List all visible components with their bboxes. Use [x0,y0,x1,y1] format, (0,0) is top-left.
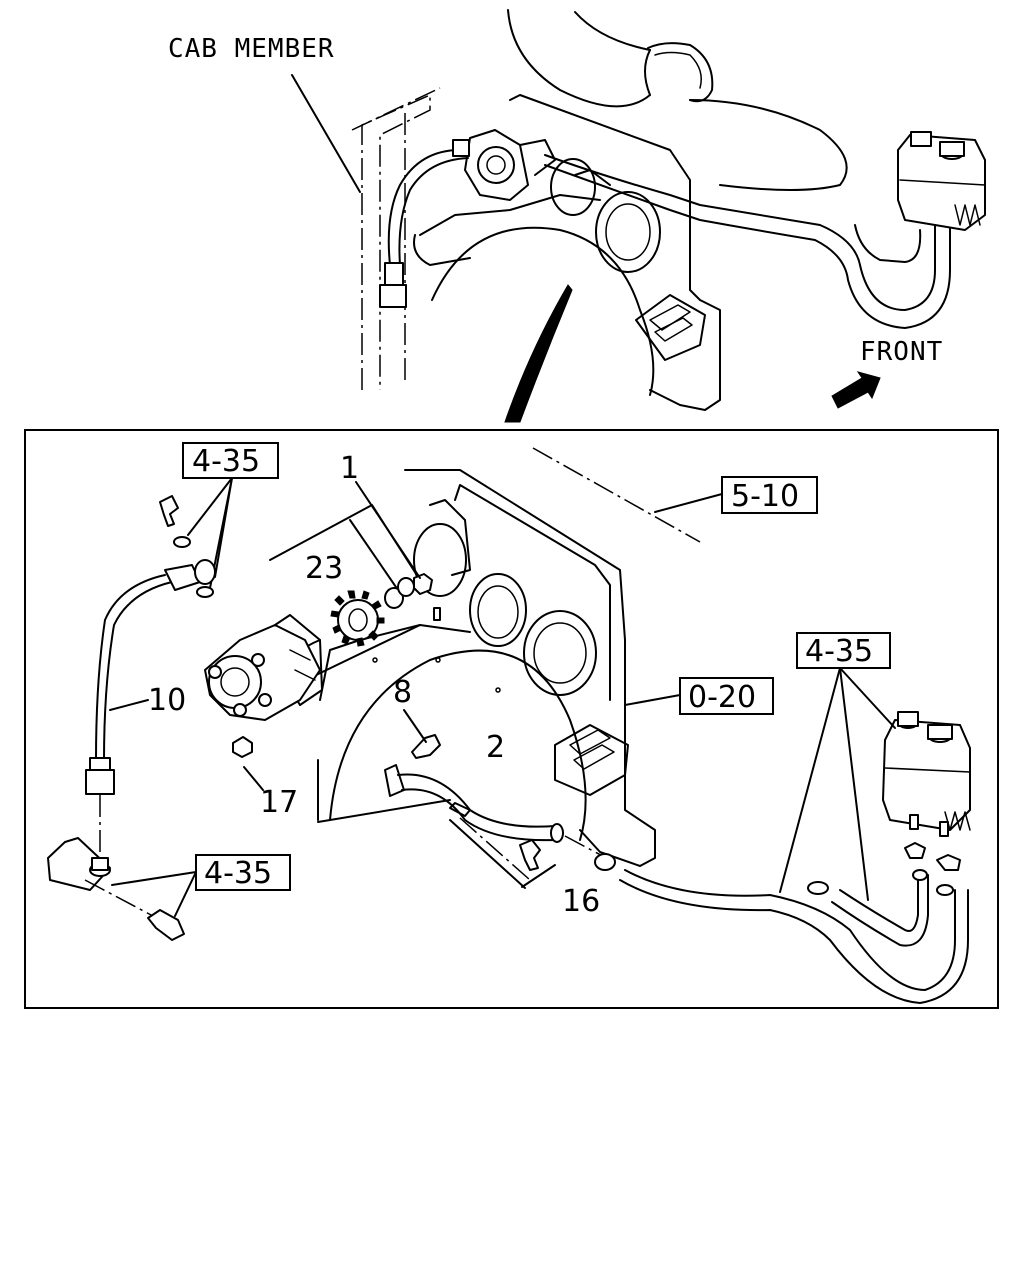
drive-gear [330,590,385,647]
detail-frame [24,429,999,1009]
cab-member-leader [291,74,361,193]
cab-member-frame [351,87,441,390]
callout-17: 17 [260,785,298,820]
pressure-hose [85,559,216,860]
detail-view: 4-35 5-10 0-20 4-35 4-35 1 23 10 8 2 17 … [47,442,971,1004]
ref-4-35-bottom-text: 4-35 [204,856,272,891]
ref-5-10-text: 5-10 [731,479,799,514]
steering-pump-overview [379,129,556,308]
return-hose [619,869,969,1004]
bolt-16 [519,839,541,871]
return-line-overview [544,154,951,329]
ref-4-35-right-text: 4-35 [805,634,873,669]
ref-box-4-35-top: 4-35 [182,442,279,479]
overview-view: CAB MEMBER FRONT [168,9,986,423]
oil-reservoir [882,711,971,871]
front-arrow-icon [831,371,881,409]
bolt-8 [411,734,441,759]
callout-8: 8 [393,675,412,710]
ref-box-5-10: 5-10 [721,476,818,514]
leader-lines [109,481,896,917]
callout-23: 23 [305,551,343,586]
engine-block-overview [413,94,721,411]
detail-pointer-arc [504,284,573,423]
hose-bracket [47,837,185,941]
cab-member-label: CAB MEMBER [168,34,335,64]
ref-4-35-top-text: 4-35 [192,444,260,479]
callout-2: 2 [486,730,505,765]
callout-10: 10 [148,683,186,718]
front-label: FRONT [860,337,943,367]
suction-pipe [384,764,611,881]
callout-1: 1 [340,451,359,486]
nut-17 [232,736,253,758]
seal-washers [384,573,441,621]
reservoir-overview [897,131,986,231]
ref-0-20-text: 0-20 [688,680,756,715]
intake-duct [507,9,848,191]
steering-pump [204,614,323,721]
ref-box-4-35-bottom: 4-35 [195,854,291,891]
callout-16: 16 [562,884,600,919]
ref-box-0-20: 0-20 [679,677,774,715]
hose-clamp [594,853,616,871]
ref-box-4-35-right: 4-35 [796,632,891,669]
